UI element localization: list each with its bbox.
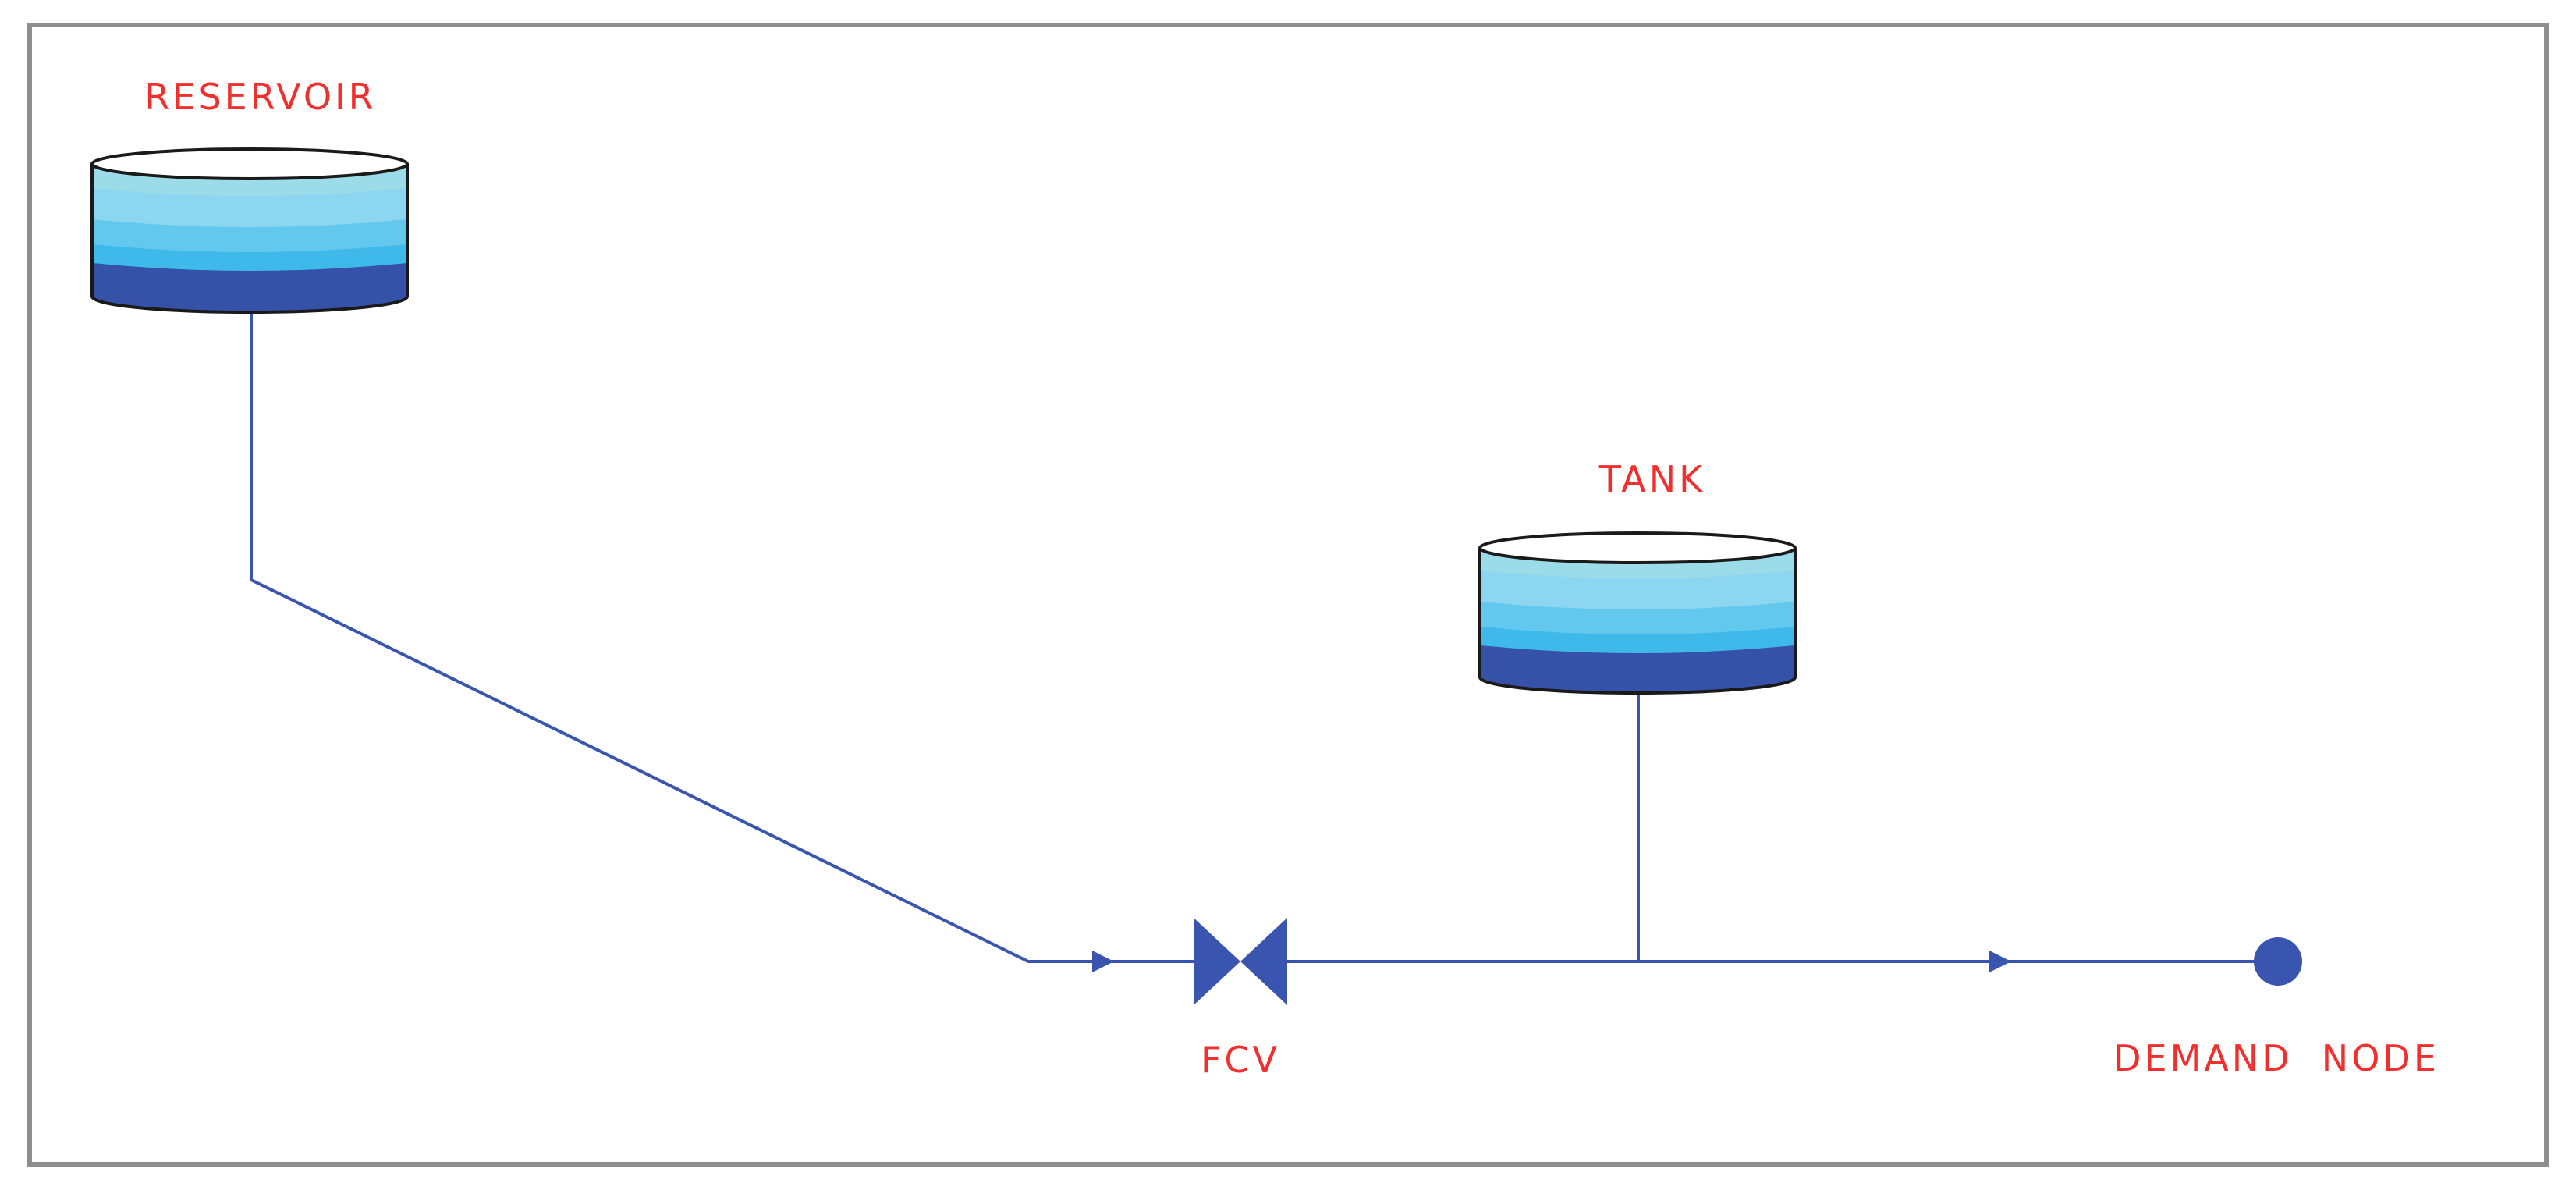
flow-direction-arrow-icon: [1092, 951, 2011, 972]
pipe-reservoir-to-valve[interactable]: [250, 314, 1194, 963]
flow-direction-arrow-icon: [1092, 951, 1114, 972]
flow-control-valve-icon[interactable]: [1194, 918, 1287, 1005]
diagram-frame: [27, 23, 2549, 1167]
valve-label: FCV: [1201, 1039, 1280, 1081]
reservoir-icon[interactable]: [86, 147, 413, 320]
demand-node-label: DEMAND NODE: [2113, 1037, 2439, 1079]
tank-label: TANK: [1598, 458, 1706, 500]
reservoir-label: RESERVOIR: [144, 76, 376, 118]
pipe-network: [250, 314, 2278, 963]
flow-direction-arrow-icon: [1989, 951, 2011, 972]
tank-icon[interactable]: [1474, 531, 1801, 704]
junction-node-icon[interactable]: [2254, 937, 2302, 986]
